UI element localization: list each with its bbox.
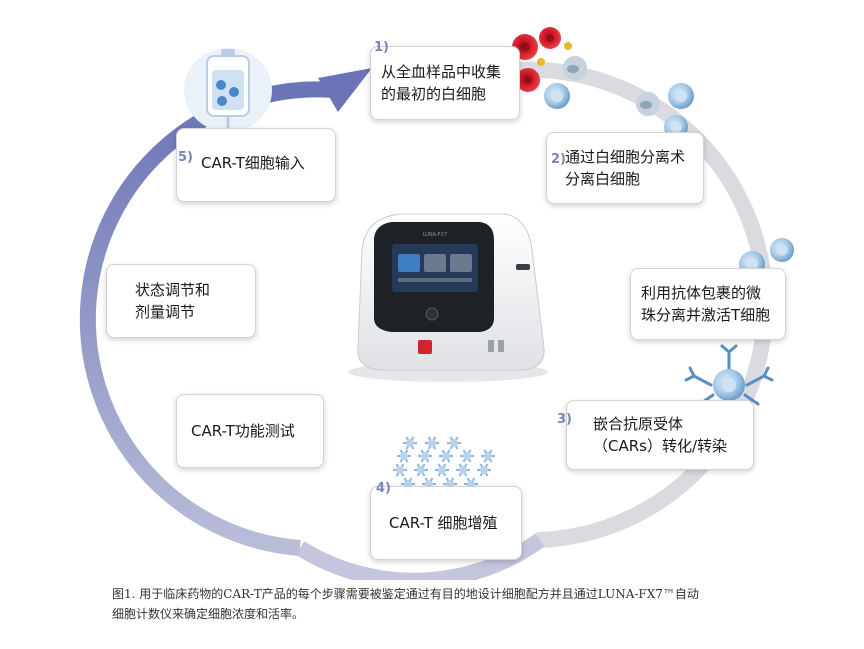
car-t-cell-small-icon xyxy=(477,463,491,477)
step-2-box: 通过白细胞分离术 分离白细胞 xyxy=(546,132,704,204)
step-bead-activation-box: 利用抗体包裹的微 珠分离并激活T细胞 xyxy=(630,268,786,340)
car-t-cell-small-icon xyxy=(435,463,449,477)
car-t-cell-small-icon xyxy=(439,449,453,463)
step-1-box: 从全血样品中收集 的最初的白细胞 xyxy=(370,46,520,120)
step-1-line-2: 的最初的白细胞 xyxy=(381,85,487,103)
cycle-arrow-head xyxy=(318,68,372,112)
step-4-box: CAR-T 细胞增殖 xyxy=(370,486,522,560)
step-3-line-2: （CARs）转化/转染 xyxy=(593,437,728,455)
function-test-box: CAR-T功能测试 xyxy=(176,394,324,468)
car-t-cell-small-icon xyxy=(456,463,470,477)
step-1-line-1: 从全血样品中收集 xyxy=(381,63,502,81)
step-5-line-1: CAR-T细胞输入 xyxy=(201,154,305,172)
caption-line-1: 图1. 用于临床药物的CAR-T产品的每个步骤需要被鉴定通过有目的地设计细胞配方… xyxy=(112,587,699,601)
car-t-workflow-diagram: LUNA-FX7 xyxy=(79,27,794,580)
car-t-cell-small-icon xyxy=(422,477,436,491)
device-screen-label: LUNA-FX7 xyxy=(423,232,448,238)
expanded-car-t-cells-icon xyxy=(393,436,495,491)
car-t-cell-small-icon xyxy=(481,449,495,463)
white-cells-icon xyxy=(544,83,570,109)
step-5-number: 5) xyxy=(178,150,193,165)
function-test-line-1: CAR-T功能测试 xyxy=(191,422,295,440)
step-4-line-1: CAR-T 细胞增殖 xyxy=(389,514,498,532)
step-bead-line-2: 珠分离并激活T细胞 xyxy=(641,306,771,324)
red-blood-cells-icon xyxy=(512,27,587,92)
car-t-cell-small-icon xyxy=(418,449,432,463)
step-3-line-1: 嵌合抗原受体 xyxy=(593,415,684,433)
step-3-number: 3) xyxy=(557,412,572,427)
iv-bag-icon xyxy=(184,48,272,132)
step-2-line-2: 分离白细胞 xyxy=(565,170,641,188)
step-1-number: 1) xyxy=(374,40,389,55)
dose-adjust-line-1: 状态调节和 xyxy=(135,281,211,299)
car-t-cell-small-icon xyxy=(403,436,417,450)
car-t-cell-small-icon xyxy=(393,463,407,477)
step-2-number: 2) xyxy=(551,152,566,167)
car-t-cell-small-icon xyxy=(425,436,439,450)
step-2-line-1: 通过白细胞分离术 xyxy=(565,148,686,166)
car-t-cell-small-icon xyxy=(414,463,428,477)
step-bead-line-1: 利用抗体包裹的微 xyxy=(641,284,762,302)
caption-line-2: 细胞计数仪来确定细胞浓度和活率。 xyxy=(112,607,305,621)
dose-adjust-line-2: 剂量调节 xyxy=(135,303,196,321)
step-3-box: 嵌合抗原受体 （CARs）转化/转染 xyxy=(566,400,754,470)
figure-caption: 图1. 用于临床药物的CAR-T产品的每个步骤需要被鉴定通过有目的地设计细胞配方… xyxy=(112,584,792,624)
step-5-box: CAR-T细胞输入 xyxy=(176,128,336,202)
car-t-cell-small-icon xyxy=(447,436,461,450)
car-t-cell-small-icon xyxy=(397,449,411,463)
leukocytes-icon xyxy=(636,83,694,139)
step-4-number: 4) xyxy=(376,481,391,496)
dose-adjust-box: 状态调节和 剂量调节 xyxy=(106,264,256,338)
car-t-cell-small-icon xyxy=(460,449,474,463)
luna-fx7-counter-device: LUNA-FX7 xyxy=(348,213,548,382)
